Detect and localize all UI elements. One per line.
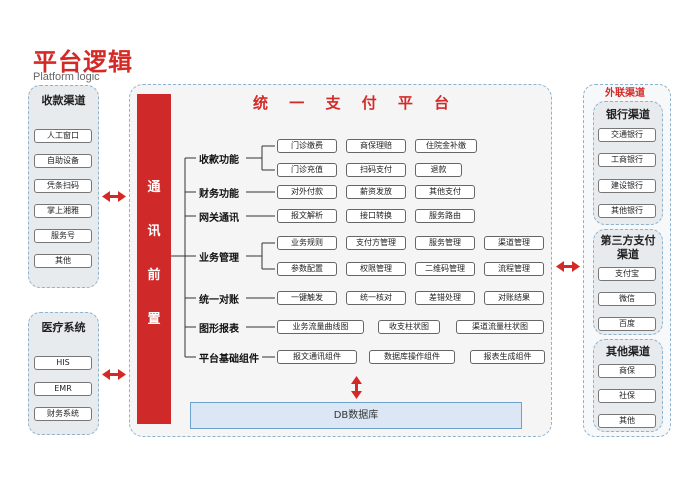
medical-system-panel: 医疗系统 HIS EMR 财务系统: [28, 312, 99, 435]
front-char: 置: [147, 312, 161, 327]
medical-system-title: 医疗系统: [41, 321, 86, 334]
function-box: 业务规则: [277, 236, 337, 250]
function-box: 一键触发: [277, 291, 337, 305]
collect-item: 自助设备: [34, 154, 92, 168]
database-box: DB数据库: [190, 402, 522, 429]
platform-title: 统 一 支 付 平 台: [253, 94, 458, 112]
function-box: 差错处理: [415, 291, 475, 305]
bank-item: 交通银行: [598, 128, 656, 142]
page-subtitle: Platform logic: [33, 71, 100, 83]
front-char: 通: [147, 180, 161, 195]
function-box: 商保理赔: [346, 139, 406, 153]
function-box: 接口转换: [346, 209, 406, 223]
collect-item: 凭条扫码: [34, 179, 92, 193]
medical-item: 财务系统: [34, 407, 92, 421]
third-party-item: 百度: [598, 317, 656, 331]
function-box: 权限管理: [346, 262, 406, 276]
collect-channel-panel: 收款渠道 人工窗口 自助设备 凭条扫码 掌上湘雅 服务号 其他: [28, 85, 99, 288]
front-char: 讯: [147, 224, 161, 239]
function-box: 渠道流量柱状图: [456, 320, 544, 334]
function-box: 业务流量曲线图: [277, 320, 364, 334]
function-box: 收支柱状图: [378, 320, 440, 334]
third-party-channel-panel: 第三方支付渠道 支付宝 微信 百度: [593, 229, 663, 335]
category-label: 统一对账: [199, 295, 239, 306]
bank-item: 工商银行: [598, 153, 656, 167]
page-title: 平台逻辑: [33, 48, 133, 76]
function-box: 服务路由: [415, 209, 475, 223]
function-box: 流程管理: [484, 262, 544, 276]
function-box: 扫码支付: [346, 163, 406, 177]
medical-item: HIS: [34, 356, 92, 370]
function-box: 报文通讯组件: [277, 350, 357, 364]
category-label: 图形报表: [199, 324, 239, 335]
third-party-channel-title: 第三方支付渠道: [600, 234, 656, 261]
function-box: 住院金补缴: [415, 139, 477, 153]
function-box: 退款: [415, 163, 462, 177]
function-box: 数据库操作组件: [369, 350, 455, 364]
function-box: 门诊缴费: [277, 139, 337, 153]
bank-item: 其他银行: [598, 204, 656, 218]
other-item: 社保: [598, 389, 656, 403]
function-box: 支付方管理: [346, 236, 406, 250]
collect-item: 人工窗口: [34, 129, 92, 143]
medical-item: EMR: [34, 382, 92, 396]
category-label: 收款功能: [199, 155, 239, 166]
third-party-item: 支付宝: [598, 267, 656, 281]
function-box: 报文解析: [277, 209, 337, 223]
function-box: 统一核对: [346, 291, 406, 305]
other-item: 其他: [598, 414, 656, 428]
communication-front-bar: 通 讯 前 置: [137, 94, 171, 424]
other-channel-panel: 其他渠道 商保 社保 其他: [593, 339, 663, 432]
collect-item: 其他: [34, 254, 92, 268]
function-box: 其他支付: [415, 185, 475, 199]
function-box: 服务管理: [415, 236, 475, 250]
collect-item: 服务号: [34, 229, 92, 243]
collect-item: 掌上湘雅: [34, 204, 92, 218]
front-char: 前: [147, 268, 161, 283]
bank-item: 建设银行: [598, 179, 656, 193]
function-box: 参数配置: [277, 262, 337, 276]
function-box: 对账结果: [484, 291, 544, 305]
category-label: 财务功能: [199, 189, 239, 200]
function-box: 报表生成组件: [470, 350, 545, 364]
third-party-item: 微信: [598, 292, 656, 306]
category-label: 网关通讯: [199, 213, 239, 224]
function-box: 对外付款: [277, 185, 337, 199]
bank-channel-panel: 银行渠道 交通银行 工商银行 建设银行 其他银行: [593, 101, 663, 225]
function-box: 门诊充值: [277, 163, 337, 177]
unified-payment-platform: [129, 84, 552, 437]
collect-channel-title: 收款渠道: [41, 94, 86, 107]
function-box: 二维码管理: [415, 262, 475, 276]
function-box: 薪资发放: [346, 185, 406, 199]
other-channel-title: 其他渠道: [606, 345, 650, 358]
external-channel-title: 外联渠道: [605, 88, 645, 99]
function-box: 渠道管理: [484, 236, 544, 250]
category-label: 平台基础组件: [199, 354, 259, 365]
category-label: 业务管理: [199, 253, 239, 264]
bank-channel-title: 银行渠道: [606, 108, 650, 121]
other-item: 商保: [598, 364, 656, 378]
